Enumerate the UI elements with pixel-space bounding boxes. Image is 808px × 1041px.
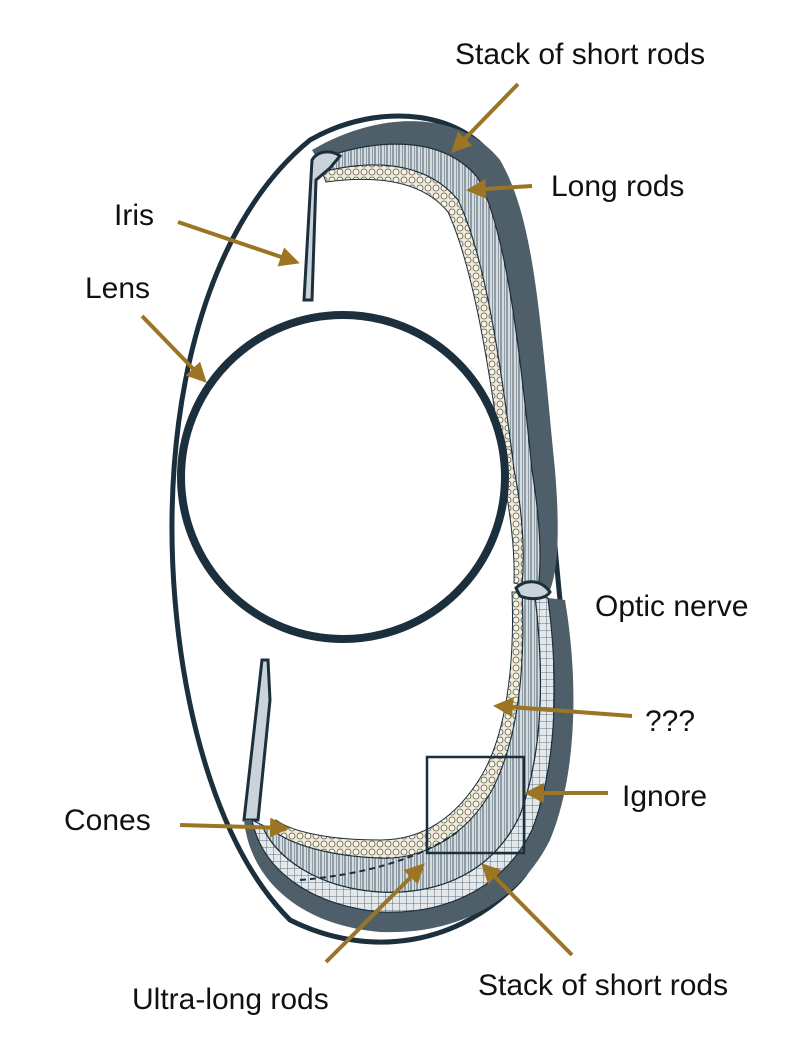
label-lens: Lens xyxy=(85,272,150,305)
arrow-iris xyxy=(177,220,300,267)
ultra-long-rod-boundary xyxy=(299,829,461,881)
arrow-unknown xyxy=(493,697,633,718)
label-stack-of-short-rods-bottom: Stack of short rods xyxy=(478,969,728,1002)
label-stack-of-short-rods-top: Stack of short rods xyxy=(455,38,705,71)
arrow-stack-bottom xyxy=(481,863,574,957)
upper-cone-layer xyxy=(321,164,524,586)
ignore-box xyxy=(425,755,526,855)
arrow-stack-top xyxy=(451,82,520,153)
lens-circle xyxy=(177,311,509,643)
label-optic-nerve: Optic nerve xyxy=(595,590,748,623)
arrow-lens xyxy=(140,314,207,383)
arrow-long-rods xyxy=(466,178,533,199)
label-ultra-long-rods: Ultra-long rods xyxy=(132,983,329,1016)
label-unknown: ??? xyxy=(645,705,695,738)
iris-upper xyxy=(302,150,343,302)
arrow-ultra-long-rods xyxy=(324,863,425,964)
label-cones: Cones xyxy=(64,804,151,837)
label-iris: Iris xyxy=(114,199,154,232)
arrow-cones xyxy=(179,817,290,838)
label-ignore: Ignore xyxy=(622,780,707,813)
label-long-rods: Long rods xyxy=(551,170,684,203)
optic-nerve-notch xyxy=(514,580,552,601)
iris-lower xyxy=(242,658,272,822)
